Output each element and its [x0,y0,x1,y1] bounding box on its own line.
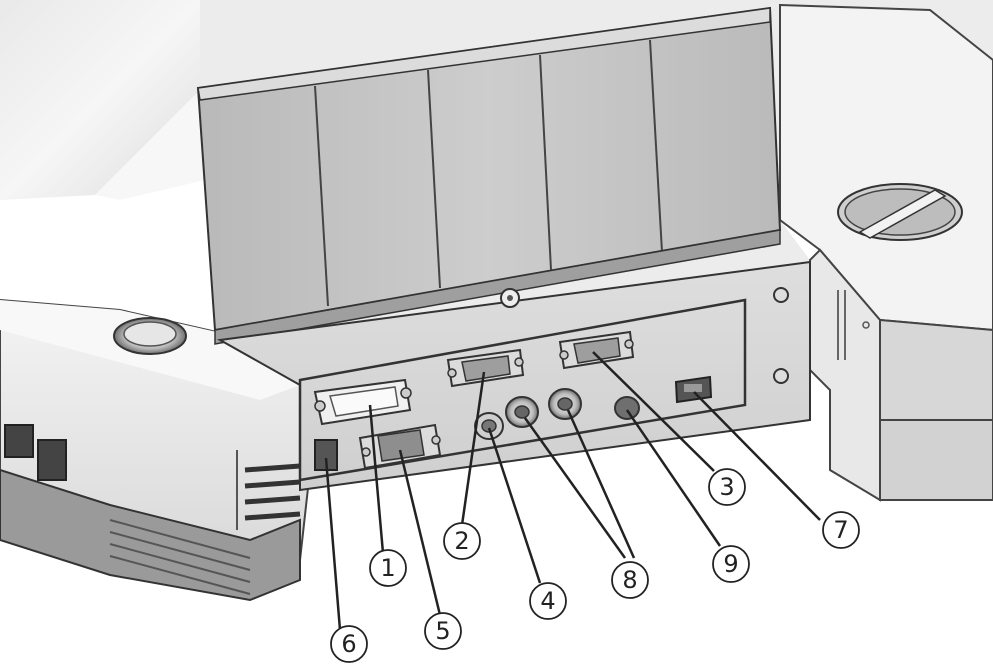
port-3-dsub [558,330,635,370]
callout-1-label: 1 [380,554,395,582]
port-7-usb [674,375,713,404]
port-1-dsub [313,378,412,426]
port-5-power [358,423,442,470]
leader-lines [324,351,821,631]
callout-4-label: 4 [540,587,555,615]
callout-3-label: 3 [719,473,734,501]
port-8-bnc-right [548,388,582,420]
callout-5-label: 5 [435,617,450,645]
callout-5: 5 [424,612,462,650]
port-4-round [474,412,504,440]
callout-6-label: 6 [341,630,356,658]
round-button [113,317,187,355]
callout-9: 9 [712,545,750,583]
shield-plate [196,6,782,345]
rotary-slot [837,183,963,241]
callout-3: 3 [708,468,746,506]
callout-8: 8 [611,561,649,599]
port-8-bnc-left [505,396,539,428]
callout-2-label: 2 [454,527,469,555]
callout-4: 4 [529,582,567,620]
callout-2: 2 [443,522,481,560]
callout-1: 1 [369,549,407,587]
callout-9-label: 9 [723,550,738,578]
callout-8-label: 8 [622,566,637,594]
port-2-dsub [446,348,525,388]
callout-6: 6 [330,625,368,663]
port-9-jack [614,396,640,420]
callout-7-label: 7 [833,516,848,544]
callout-7: 7 [822,511,860,549]
